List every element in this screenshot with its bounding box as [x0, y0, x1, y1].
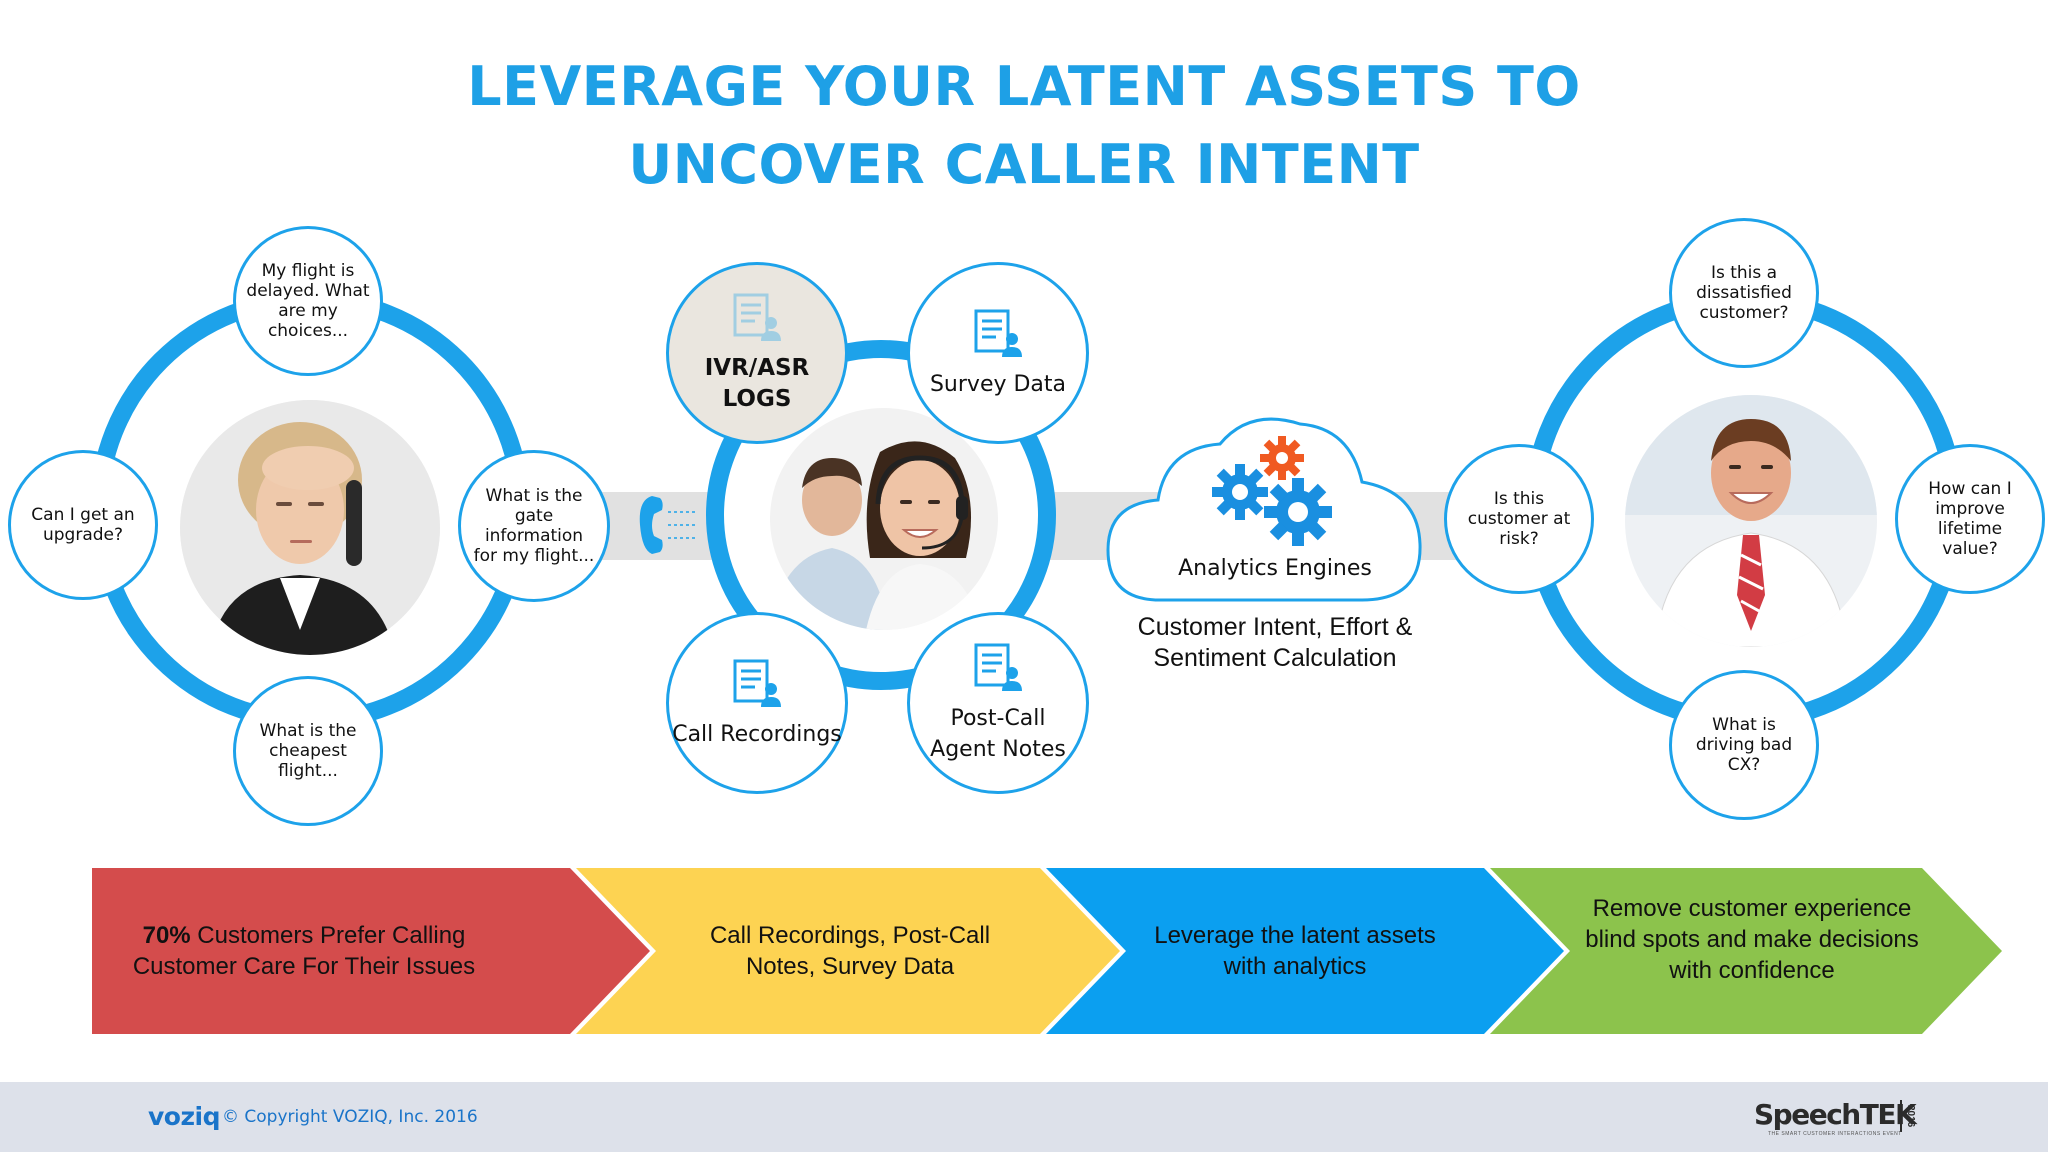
smiling-businessman-photo: [1625, 395, 1877, 647]
document-user-icon: [733, 659, 781, 707]
chevron-1-label: Customers Prefer Calling Customer Care F…: [132, 922, 476, 980]
analytics-caption: Customer Intent, Effort & Sentiment Calc…: [1137, 613, 1413, 672]
chevron-1-bold: 70%: [142, 922, 191, 949]
right-question-4: What is driving bad CX?: [1669, 670, 1819, 820]
chevron-4-label: Remove customer experience blind spots a…: [1585, 894, 1919, 984]
call-center-agents-photo: [770, 408, 998, 630]
chevron-4: [1490, 868, 2002, 1034]
document-user-icon: [733, 293, 781, 341]
left-question-2: Can I get an upgrade?: [8, 450, 158, 600]
left-question-4: What is the cheapest flight...: [233, 676, 383, 826]
source-ivr-asr-logs: IVR/ASR LOGS: [666, 262, 848, 444]
source-survey-data: Survey Data: [907, 262, 1089, 444]
page-title: LEVERAGE YOUR LATENT ASSETS TO UNCOVER C…: [0, 48, 2048, 204]
right-question-3: How can I improve lifetime value?: [1895, 444, 2045, 594]
chevron-4-text: Remove customer experience blind spots a…: [1570, 868, 1934, 1010]
title-line-1: LEVERAGE YOUR LATENT ASSETS TO: [467, 55, 1581, 118]
chevron-3: [1046, 868, 1564, 1034]
footer: [0, 1082, 2048, 1152]
speechtek-tagline: THE SMART CUSTOMER INTERACTIONS EVENT: [1768, 1131, 1902, 1137]
chevron-2-label: Call Recordings, Post-Call Notes, Survey…: [709, 922, 991, 980]
chevron-1-text: 70% Customers Prefer Calling Customer Ca…: [130, 880, 478, 1022]
analytics-engines-label: Analytics Engines: [1178, 556, 1372, 581]
chevron-1: [92, 868, 650, 1034]
chevron-3-label: Leverage the latent assets with analytic…: [1154, 922, 1436, 980]
source-call-recordings: Call Recordings: [666, 612, 848, 794]
speechtek-year: 2016: [1900, 1100, 1916, 1132]
call-center-agents-illustration: [770, 408, 998, 630]
copyright-text: © Copyright VOZIQ, Inc. 2016: [222, 1107, 478, 1127]
document-user-icon: [974, 643, 1022, 691]
right-question-2: Is this customer at risk?: [1444, 444, 1594, 594]
frustrated-caller-photo: [180, 400, 440, 655]
source-post-call-agent-notes-label: Post-Call Agent Notes: [930, 706, 1066, 762]
frustrated-caller-illustration: [180, 400, 440, 655]
gears-icon: [1212, 436, 1332, 546]
source-ivr-asr-logs-label: IVR/ASR LOGS: [704, 355, 810, 412]
phone-icon: [639, 496, 696, 554]
source-post-call-agent-notes: Post-Call Agent Notes: [907, 612, 1089, 794]
title-line-2: UNCOVER CALLER INTENT: [628, 133, 1420, 196]
document-user-icon: [974, 309, 1022, 357]
chevron-2: [576, 868, 1120, 1034]
speechtek-logo: SpeechTEK: [1754, 1098, 1917, 1131]
left-question-1: My flight is delayed. What are my choice…: [233, 226, 383, 376]
voziq-logo: voziq: [148, 1102, 221, 1131]
source-call-recordings-label: Call Recordings: [672, 721, 842, 747]
right-question-1: Is this a dissatisfied customer?: [1669, 218, 1819, 368]
chevron-3-text: Leverage the latent assets with analytic…: [1150, 880, 1440, 1022]
left-question-3: What is the gate information for my flig…: [458, 450, 610, 602]
smiling-businessman-illustration: [1625, 395, 1877, 647]
source-survey-data-label: Survey Data: [929, 371, 1067, 397]
process-chevrons: [92, 868, 2002, 1034]
chevron-2-text: Call Recordings, Post-Call Notes, Survey…: [680, 880, 1020, 1022]
